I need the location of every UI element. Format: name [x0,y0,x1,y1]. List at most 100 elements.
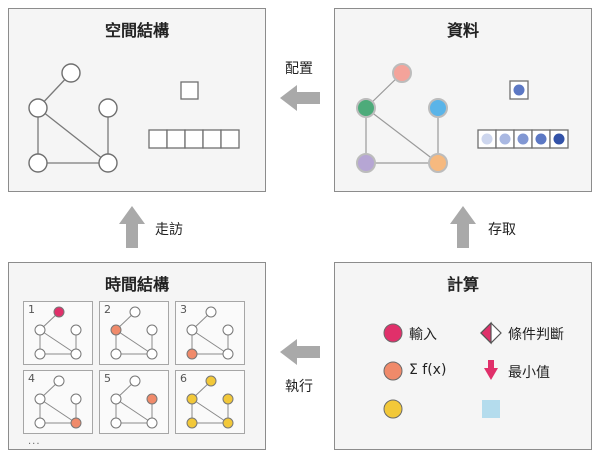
mini-graph-node [186,417,198,429]
input-legend-label: 輸入 [409,327,437,343]
mini-graph-node [53,375,65,387]
compute-title: 計算 [446,275,479,294]
graph-node [28,153,48,173]
condition-diamond-icon [480,321,502,345]
mini-graph [34,306,82,360]
mini-graph [110,375,158,429]
data-graph [356,63,569,173]
mini-graph-node [146,393,158,405]
data-node-orange [428,153,448,173]
traverse-label: 走訪 [155,222,183,238]
time-step-ellipsis: ... [28,436,41,447]
array-value-5 [553,133,565,145]
mini-graph-node [186,324,198,336]
array-value-2 [499,133,511,145]
graph-node [61,63,81,83]
data-node-purple [356,153,376,173]
mini-graph-node [110,324,122,336]
compute-legend [383,321,502,419]
mini-graph-node [70,348,82,360]
access-arrow [450,206,476,248]
array-value-4 [535,133,547,145]
mini-graph [186,306,234,360]
mini-graph-node [110,393,122,405]
mini-graph-node [53,306,65,318]
mini-graph [34,375,82,429]
mini-graph-node [34,348,46,360]
graph-edge [37,107,109,164]
array-cells [148,129,240,149]
mini-graph-node [222,324,234,336]
time-step-number: 2 [104,303,111,316]
mini-graph [186,375,234,429]
yellow-symbol [383,399,403,419]
time-step-number: 1 [28,303,35,316]
spatial-structure-panel: 空間結構 [8,8,266,192]
mini-graph-node [110,348,122,360]
mini-graph-node [186,348,198,360]
time-step-number: 5 [104,372,111,385]
traverse-arrow [119,206,145,248]
mini-graph-node [222,393,234,405]
min-value-legend-label: 最小值 [508,365,550,381]
configure-label: 配置 [285,61,313,77]
mini-graph-node [205,375,217,387]
function-symbol [383,361,403,381]
graph-edge [365,107,439,164]
mini-graph-edge [39,398,77,424]
mini-graph-edge [191,398,229,424]
mini-graph [110,306,158,360]
data-node-blue [428,98,448,118]
mini-graph-edge [39,329,77,355]
mini-graph-node [129,375,141,387]
mini-graph-node [146,324,158,336]
graph-node [28,98,48,118]
input-symbol [383,323,403,343]
mini-graph-edge [191,329,229,355]
mini-graph-node [110,417,122,429]
data-node-pink [392,63,412,83]
mini-graph-node [34,393,46,405]
condition-legend-label: 條件判斷 [508,327,564,343]
execute-arrow [280,339,320,365]
light-blue-square [482,400,500,418]
mini-graph-node [34,417,46,429]
mini-graph-node [186,393,198,405]
access-label: 存取 [488,222,516,238]
data-panel: 資料 [334,8,592,192]
mini-graph-node [70,393,82,405]
execute-label: 執行 [285,379,313,395]
mini-graph-node [146,417,158,429]
mini-graph-node [222,348,234,360]
time-step-number: 6 [180,372,187,385]
time-step-number: 4 [28,372,35,385]
time-step-number: 3 [180,303,187,316]
array-value-1 [481,133,493,145]
time-step-graphs [34,306,234,429]
data-node-green [356,98,376,118]
array-value-3 [517,133,529,145]
mini-graph-node [34,324,46,336]
scalar-cell [180,81,199,100]
mini-graph-edge [115,398,153,424]
graph-node [98,153,118,173]
configure-arrow [280,85,320,111]
graph-node [98,98,118,118]
data-title: 資料 [446,21,479,40]
down-arrow-icon [484,360,498,380]
spatial-structure-title: 空間結構 [104,21,169,40]
mini-graph-node [70,324,82,336]
temporal-structure-title: 時間結構 [104,275,169,294]
mini-graph-edge [115,329,153,355]
mini-graph-node [70,417,82,429]
spatial-graph [28,63,240,173]
function-legend-label: Σ f(x) [409,362,447,378]
mini-graph-node [205,306,217,318]
mini-graph-node [129,306,141,318]
compute-panel: 計算 [334,262,592,450]
mini-graph-node [222,417,234,429]
data-scalar-value [513,84,525,96]
mini-graph-node [146,348,158,360]
